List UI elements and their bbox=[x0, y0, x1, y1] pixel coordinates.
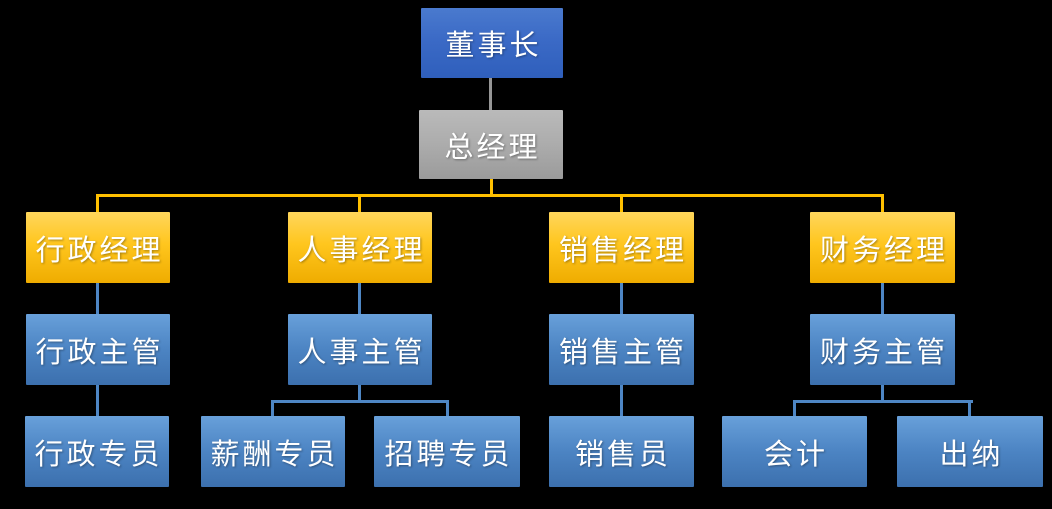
node-recruitment-specialist[interactable]: 招聘专员 bbox=[374, 416, 520, 487]
connector-managers-horizontal bbox=[96, 194, 884, 197]
node-hr-manager[interactable]: 人事经理 bbox=[288, 212, 432, 283]
connector-admin-sup-staff bbox=[96, 385, 99, 417]
connector-hr-horizontal bbox=[271, 400, 449, 403]
connector-admin-mgr-sup bbox=[96, 283, 99, 314]
node-finance-supervisor[interactable]: 财务主管 bbox=[810, 314, 955, 385]
connector-drop-admin-manager bbox=[96, 194, 99, 213]
connector-drop-accountant bbox=[793, 400, 796, 417]
node-sales-manager[interactable]: 销售经理 bbox=[549, 212, 694, 283]
node-general-manager[interactable]: 总经理 bbox=[419, 110, 563, 179]
connector-chairman-gm bbox=[489, 78, 492, 111]
connector-sales-sup-staff bbox=[620, 385, 623, 417]
connector-drop-sales-manager bbox=[620, 194, 623, 213]
connector-hr-mgr-sup bbox=[358, 283, 361, 314]
connector-drop-compensation bbox=[271, 400, 274, 417]
node-admin-specialist[interactable]: 行政专员 bbox=[25, 416, 169, 487]
connector-finance-stem bbox=[881, 385, 884, 402]
connector-drop-recruitment bbox=[446, 400, 449, 417]
node-admin-supervisor[interactable]: 行政主管 bbox=[26, 314, 170, 385]
connector-drop-finance-manager bbox=[881, 194, 884, 213]
node-admin-manager[interactable]: 行政经理 bbox=[26, 212, 170, 283]
node-cashier[interactable]: 出纳 bbox=[897, 416, 1043, 487]
connector-finance-horizontal bbox=[793, 400, 973, 403]
connector-gm-trunk bbox=[490, 179, 493, 196]
node-salesperson[interactable]: 销售员 bbox=[549, 416, 694, 487]
node-hr-supervisor[interactable]: 人事主管 bbox=[288, 314, 432, 385]
connector-hr-stem bbox=[358, 385, 361, 402]
node-accountant[interactable]: 会计 bbox=[722, 416, 867, 487]
connector-drop-hr-manager bbox=[358, 194, 361, 213]
node-compensation-specialist[interactable]: 薪酬专员 bbox=[201, 416, 345, 487]
connector-drop-cashier bbox=[968, 400, 971, 417]
connector-sales-mgr-sup bbox=[620, 283, 623, 314]
connector-finance-mgr-sup bbox=[881, 283, 884, 314]
node-finance-manager[interactable]: 财务经理 bbox=[810, 212, 955, 283]
node-sales-supervisor[interactable]: 销售主管 bbox=[549, 314, 694, 385]
node-chairman[interactable]: 董事长 bbox=[421, 8, 563, 78]
